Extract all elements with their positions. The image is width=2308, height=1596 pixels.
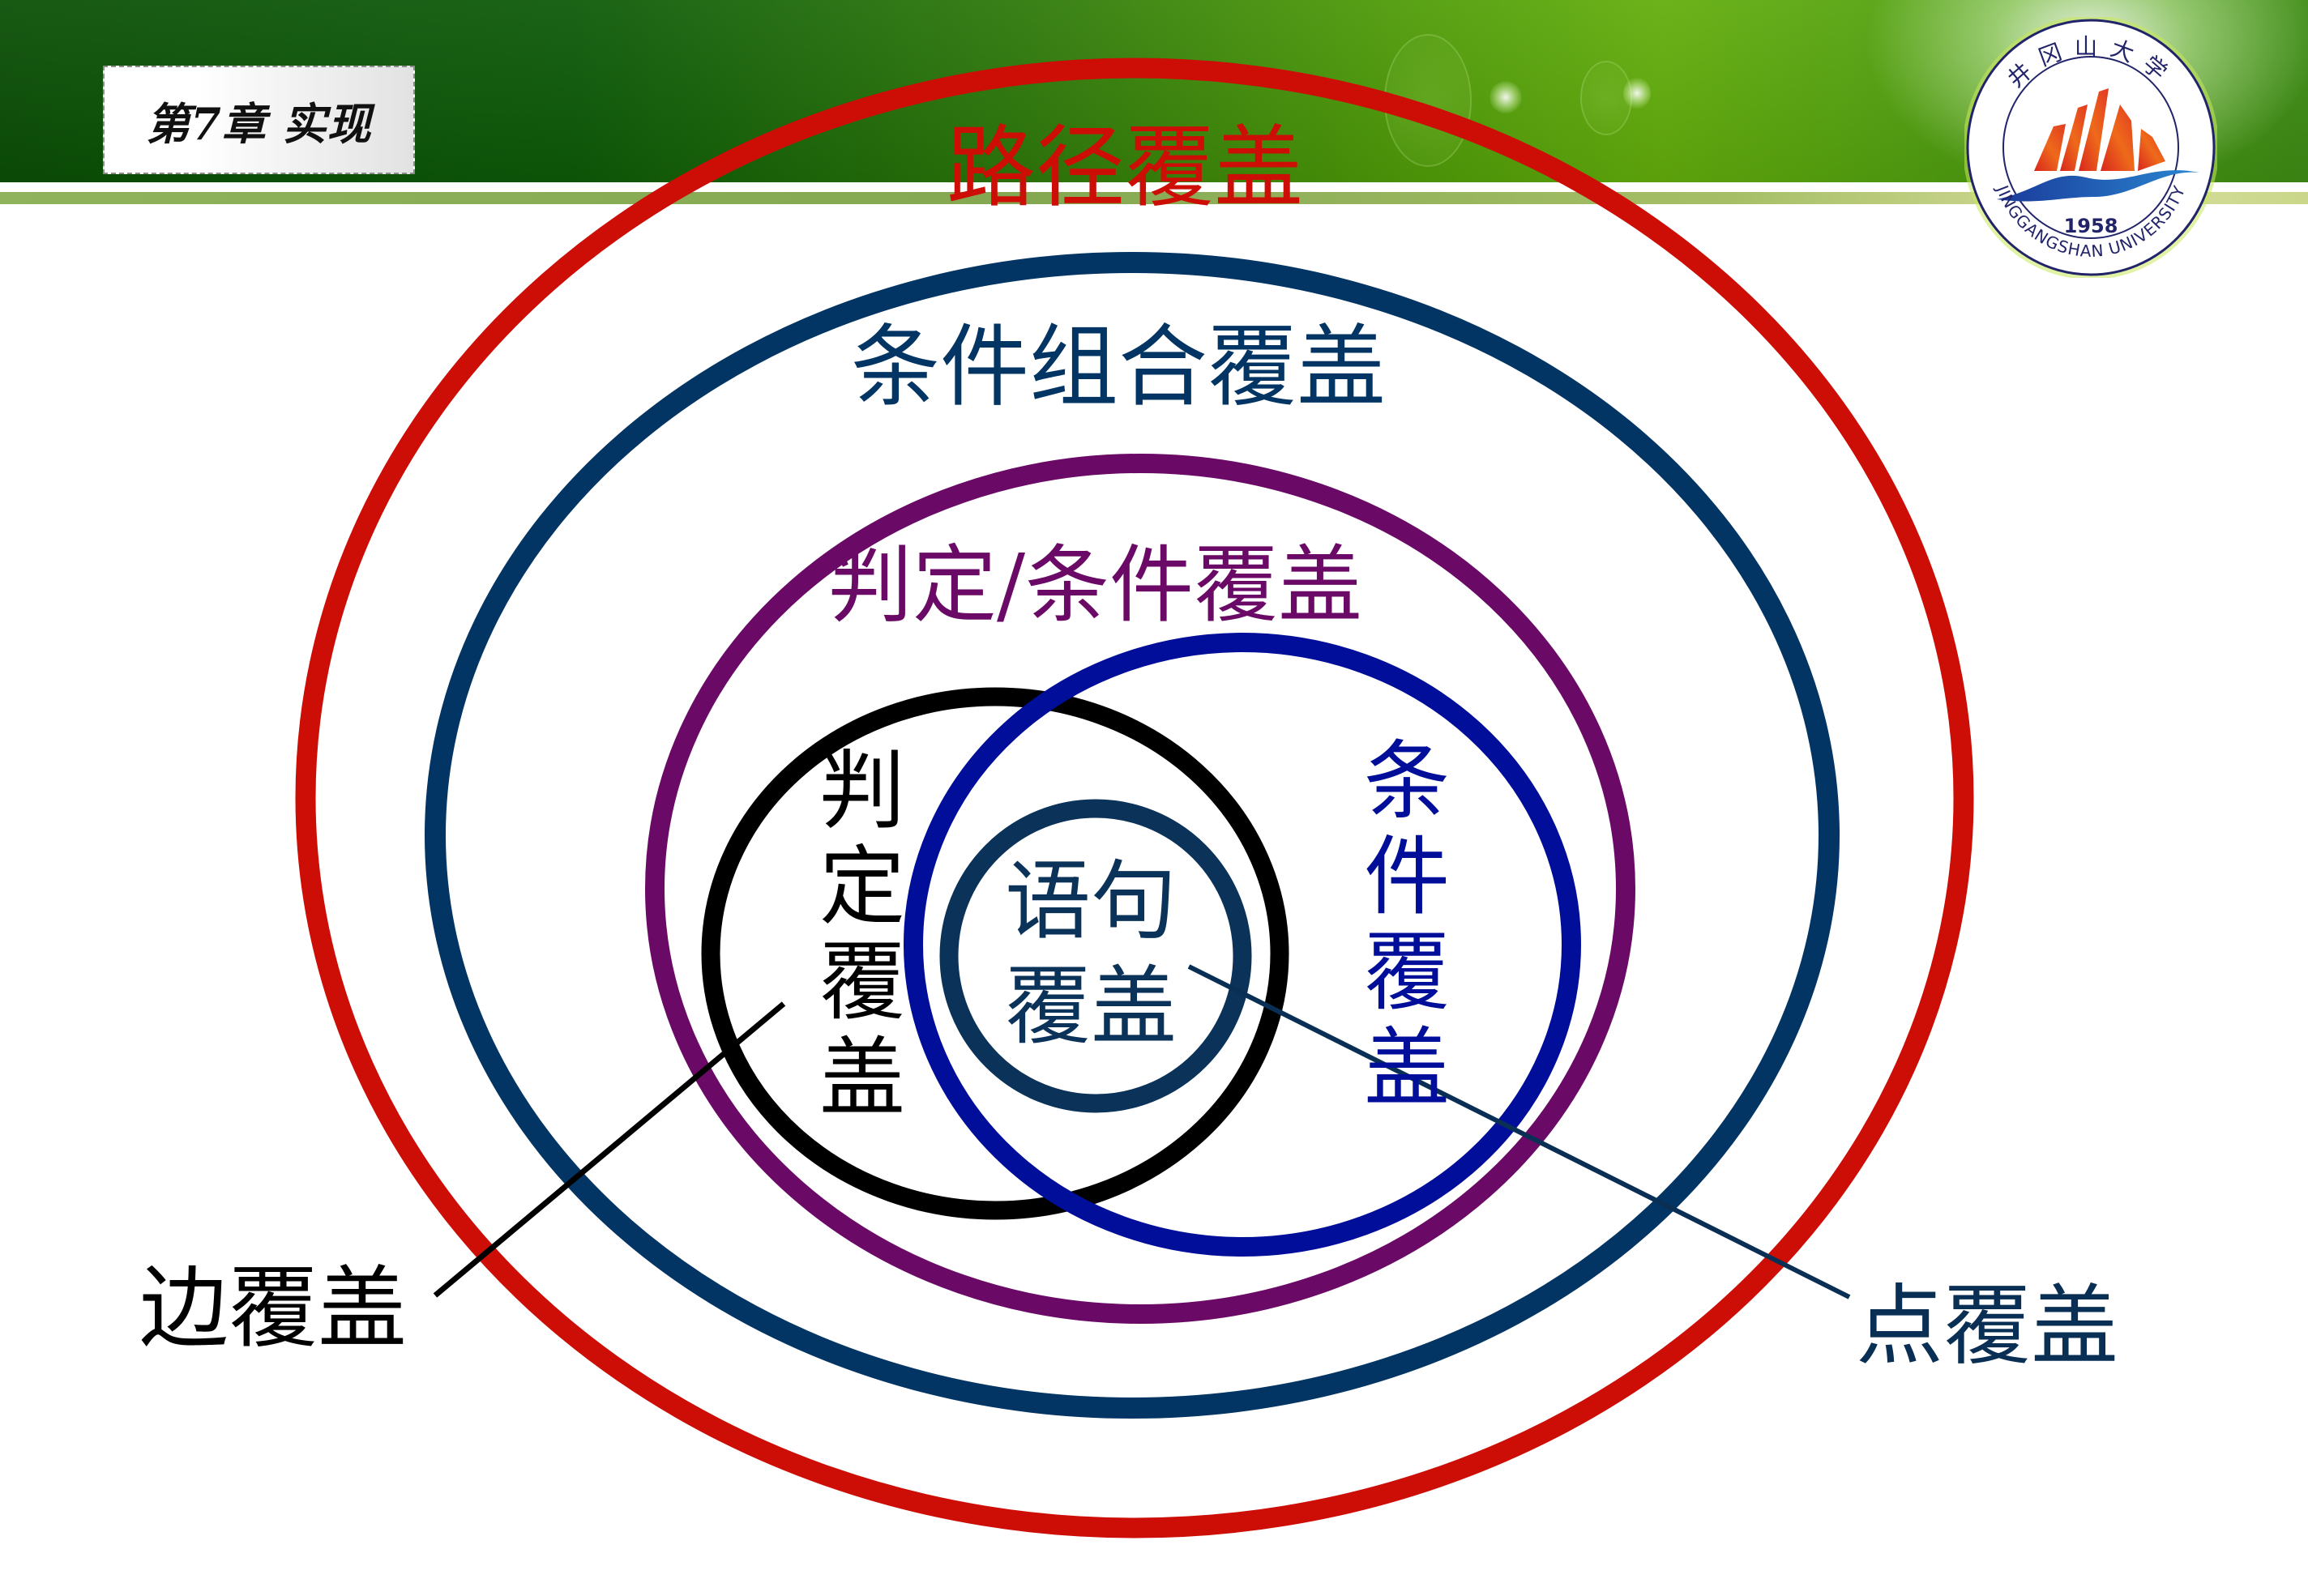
university-logo: 1958 JINGGANGSHAN UNIVERSITY 井冈山大学 [1964,17,2217,278]
sparkle-decoration [1490,81,1522,113]
decision-condition-coverage-ellipse [645,454,1635,1324]
statement-coverage-label-line2: 覆盖 [1005,957,1177,1056]
path-coverage-ellipse [295,58,1974,1538]
multiple-condition-coverage-ellipse [425,252,1840,1419]
decision-coverage-char: 覆 [819,932,905,1032]
statement-coverage-label-line1: 语句 [1005,851,1177,951]
decision-coverage-ellipse [701,687,1289,1220]
condition-coverage-char: 盖 [1364,1018,1450,1118]
header-gap [0,182,2308,192]
edge-coverage-leader-line [433,1001,786,1298]
chapter-title-box: 第7章 实现 [103,66,415,174]
multiple-condition-coverage-label: 条件组合覆盖 [851,315,1386,419]
header-stripe [0,192,2308,204]
decision-coverage-char: 盖 [819,1028,905,1128]
condition-coverage-char: 覆 [1364,923,1450,1022]
edge-coverage-callout: 边覆盖 [139,1257,407,1360]
logo-year: 1958 [2064,215,2118,237]
decision-coverage-char: 定 [819,837,905,937]
decision-coverage-label: 判 定 覆 盖 [817,744,908,1126]
chapter-title: 第7章 实现 [146,97,372,150]
decision-coverage-char: 判 [819,741,905,841]
condition-coverage-char: 条 [1364,732,1450,831]
node-coverage-callout: 点覆盖 [1856,1276,2119,1377]
sparkle-decoration [1623,77,1651,109]
statement-coverage-ellipse [939,799,1252,1113]
decision-condition-coverage-label: 判定/条件覆盖 [828,536,1363,634]
condition-coverage-label: 条 件 覆 盖 [1361,734,1452,1116]
condition-coverage-ellipse [904,633,1581,1257]
node-coverage-leader-line [1187,964,1851,1299]
condition-coverage-char: 件 [1364,827,1450,927]
path-coverage-label: 路径覆盖 [947,116,1303,220]
